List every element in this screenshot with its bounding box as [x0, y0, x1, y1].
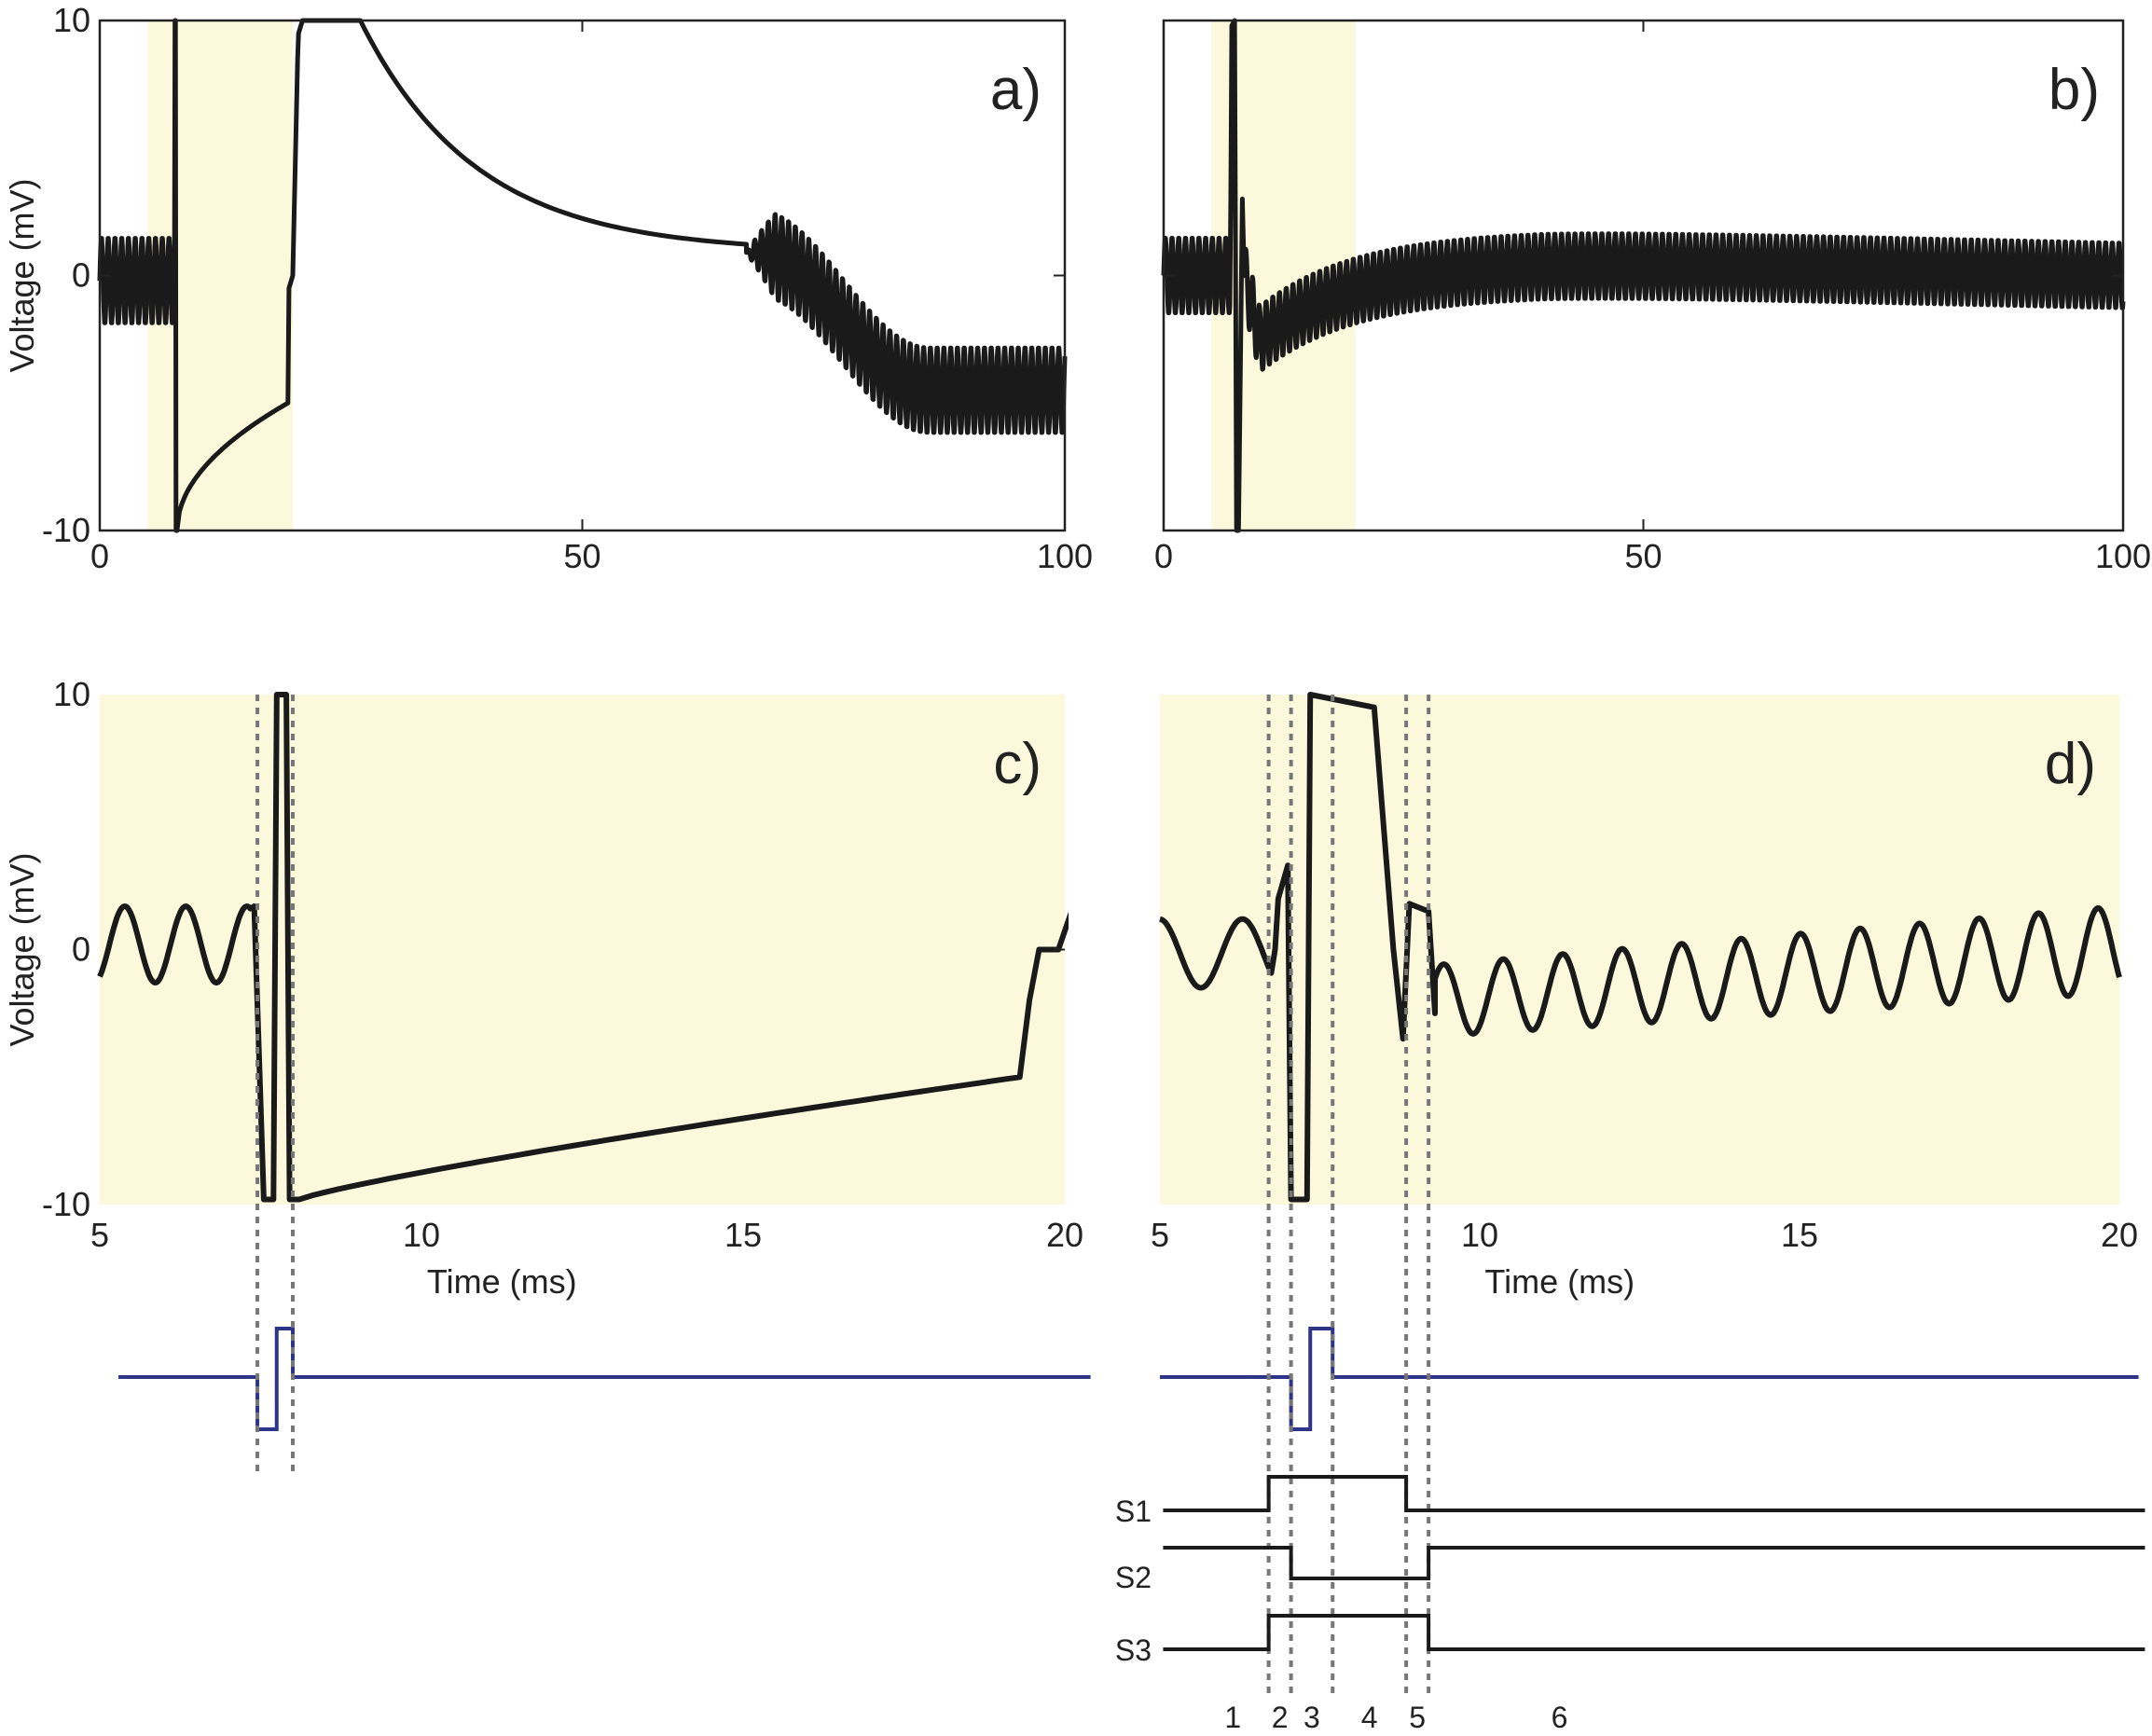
x-tick-label: 100 [2095, 537, 2151, 575]
y-tick-label: 10 [53, 675, 90, 713]
shaded-region [1160, 695, 2119, 1205]
x-tick-label: 0 [90, 537, 109, 575]
stimulus-trace-c [118, 1327, 1091, 1431]
x-tick-label: 5 [90, 1216, 109, 1254]
phase-number: 4 [1361, 1701, 1378, 1734]
y-tick-label: 0 [72, 256, 90, 295]
x-tick-label: 50 [563, 537, 600, 575]
shaded-region [100, 695, 1065, 1205]
phase-number: 1 [1224, 1701, 1241, 1734]
voltage-trace-b [1161, 18, 2126, 533]
panel-label: b) [2049, 58, 2100, 122]
y-tick-label: 10 [53, 1, 90, 39]
panel-label: d) [2045, 732, 2096, 796]
panel-label: a) [990, 58, 1042, 122]
panel-label: c) [993, 732, 1042, 796]
x-tick-label: 15 [724, 1216, 762, 1254]
x-tick-label: 10 [1461, 1216, 1498, 1254]
x-axis-label: Time (ms) [427, 1262, 577, 1301]
x-tick-label: 5 [1151, 1216, 1169, 1254]
voltage-trace-c [97, 692, 1069, 1203]
y-tick-label: -10 [42, 511, 90, 549]
y-tick-label: 0 [72, 930, 90, 969]
switch-trace-s3 [1163, 1614, 2145, 1651]
y-axis-label: Voltage (mV) [3, 178, 41, 372]
x-tick-label: 20 [2101, 1216, 2138, 1254]
switch-trace-s2 [1163, 1546, 2145, 1580]
phase-number: 5 [1409, 1701, 1426, 1734]
switch-label-s2: S2 [1115, 1561, 1152, 1594]
x-tick-label: 0 [1154, 537, 1173, 575]
phase-number: 2 [1272, 1701, 1289, 1734]
x-tick-label: 20 [1046, 1216, 1083, 1254]
stimulus-trace-d [1160, 1327, 2139, 1431]
phase-number: 6 [1552, 1701, 1568, 1734]
voltage-trace-d [1158, 692, 2122, 1203]
y-tick-label: -10 [42, 1185, 90, 1223]
x-tick-label: 100 [1037, 537, 1093, 575]
x-tick-label: 10 [403, 1216, 440, 1254]
phase-number: 3 [1304, 1701, 1320, 1734]
panel-b: 0 50 100 b) [1154, 18, 2151, 575]
switch-label-s3: S3 [1115, 1633, 1152, 1667]
x-tick-label: 15 [1781, 1216, 1818, 1254]
switch-trace-s1 [1163, 1475, 2145, 1512]
switch-label-s1: S1 [1115, 1495, 1152, 1528]
x-tick-label: 50 [1624, 537, 1662, 575]
x-axis-label: Time (ms) [1484, 1262, 1635, 1301]
y-axis-label: Voltage (mV) [3, 852, 41, 1046]
